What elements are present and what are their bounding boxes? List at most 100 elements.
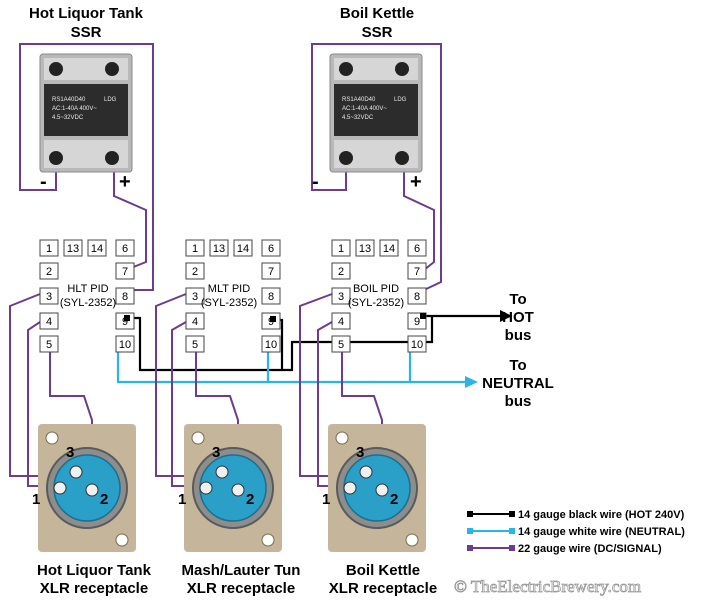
xlr-pin-1-label: 1 <box>178 491 186 508</box>
mlt-xlr-wire-3 <box>155 293 210 477</box>
screw-hole <box>335 431 349 445</box>
svg-text:10: 10 <box>411 339 423 351</box>
mlt-xlr-caption: Mash/Lauter Tun XLR receptacle <box>182 562 301 597</box>
svg-text:9: 9 <box>414 316 420 328</box>
xlr-pin-2-label: 2 <box>100 491 108 508</box>
pid-terminal: 10 <box>115 335 135 353</box>
hlt-ssr-title: Hot Liquor Tank SSR <box>29 5 144 41</box>
svg-text:1: 1 <box>46 243 52 255</box>
svg-text:(SYL-2352): (SYL-2352) <box>60 297 116 309</box>
svg-text:NEUTRAL: NEUTRAL <box>482 375 554 392</box>
svg-text:5: 5 <box>46 339 52 351</box>
svg-text:HOT: HOT <box>502 309 534 326</box>
svg-text:To: To <box>509 291 526 308</box>
svg-text:BOIL PID: BOIL PID <box>353 283 399 295</box>
svg-text:1: 1 <box>192 243 198 255</box>
svg-text:8: 8 <box>268 291 274 303</box>
xlr-pin <box>53 481 67 495</box>
screw-hole <box>115 533 129 547</box>
pid-terminal: 8 <box>261 287 281 305</box>
hlt-ssr: RS1A40D40 AC:1-40A 400V~ 4.5~32VDC LDG -… <box>39 53 133 193</box>
pid-terminal: 4 <box>185 312 205 330</box>
svg-text:13: 13 <box>359 243 371 255</box>
svg-text:14 gauge black wire (HOT 240V): 14 gauge black wire (HOT 240V) <box>518 509 685 521</box>
hot-bus-label: To HOT bus <box>502 291 534 344</box>
xlr-pin <box>343 481 357 495</box>
pid-terminal: 4 <box>331 312 351 330</box>
svg-text:AC:1-40A 400V~: AC:1-40A 400V~ <box>52 106 97 112</box>
pid-terminal: 6 <box>261 239 281 257</box>
bk-xlr-wire-3 <box>299 293 352 477</box>
pid-terminal: 8 <box>407 287 427 305</box>
svg-text:1: 1 <box>338 243 344 255</box>
hlt-ssr-minus-wire <box>19 43 154 291</box>
svg-text:LDG: LDG <box>394 97 407 103</box>
screw-hole <box>45 431 59 445</box>
neutral-arrowhead <box>465 376 478 388</box>
pid-terminal: 2 <box>331 262 351 280</box>
pid-terminal: 8 <box>115 287 135 305</box>
svg-text:4: 4 <box>46 316 52 328</box>
svg-text:10: 10 <box>119 339 131 351</box>
pid-terminal: 14 <box>233 239 253 257</box>
svg-text:14: 14 <box>91 243 103 255</box>
pid-terminal: 7 <box>407 262 427 280</box>
svg-text:XLR receptacle: XLR receptacle <box>329 580 437 597</box>
xlr-pin-2-label: 2 <box>246 491 254 508</box>
hlt-xlr-caption: Hot Liquor Tank XLR receptacle <box>37 562 152 597</box>
pid-terminal: 13 <box>63 239 83 257</box>
bk-xlr-caption: Boil Kettle XLR receptacle <box>329 562 437 597</box>
svg-text:5: 5 <box>192 339 198 351</box>
xlr-pin <box>215 465 229 479</box>
pid-terminal: 1 <box>39 239 59 257</box>
hlt-ssr-plus-wire <box>113 170 147 271</box>
xlr-pin <box>231 483 245 497</box>
screw-hole <box>405 533 419 547</box>
pid-terminal: 1 <box>185 239 205 257</box>
svg-text:MLT PID: MLT PID <box>208 283 250 295</box>
xlr-pin <box>359 465 373 479</box>
mlt-pid-label: MLT PID (SYL-2352) <box>201 283 257 309</box>
pid-terminal: 6 <box>115 239 135 257</box>
pid-terminal: 2 <box>185 262 205 280</box>
pid-terminal: 13 <box>209 239 229 257</box>
svg-text:4: 4 <box>338 316 344 328</box>
svg-text:Boil Kettle: Boil Kettle <box>346 562 420 579</box>
bk-ssr-minus-wire <box>311 43 442 291</box>
hlt-xlr-wire-4 <box>27 321 44 487</box>
svg-text:AC:1-40A 400V~: AC:1-40A 400V~ <box>342 106 387 112</box>
svg-text:4: 4 <box>192 316 198 328</box>
screw-hole <box>261 533 275 547</box>
legend-neutral: 14 gauge white wire (NEUTRAL) <box>467 526 685 538</box>
xlr-pin <box>85 483 99 497</box>
bk-xlr-wire-4 <box>317 321 336 487</box>
pid-terminal: 3 <box>185 287 205 305</box>
xlr-pin <box>199 481 213 495</box>
pid-terminal: 2 <box>39 262 59 280</box>
pid-terminal: 7 <box>115 262 135 280</box>
svg-text:2: 2 <box>46 266 52 278</box>
svg-text:(SYL-2352): (SYL-2352) <box>201 297 257 309</box>
svg-text:14 gauge white wire (NEUTRAL): 14 gauge white wire (NEUTRAL) <box>518 526 685 538</box>
hot-junctions <box>124 313 426 322</box>
svg-text:9: 9 <box>122 316 128 328</box>
svg-text:6: 6 <box>122 243 128 255</box>
svg-text:-: - <box>40 171 47 193</box>
svg-text:+: + <box>119 171 131 193</box>
svg-text:SSR: SSR <box>71 24 102 41</box>
svg-text:3: 3 <box>46 291 52 303</box>
legend: 14 gauge black wire (HOT 240V) 14 gauge … <box>467 509 685 555</box>
xlr-pin-2-label: 2 <box>390 491 398 508</box>
xlr-pin-1-label: 1 <box>32 491 40 508</box>
pid-terminal: 5 <box>331 335 351 353</box>
svg-text:XLR receptacle: XLR receptacle <box>40 580 148 597</box>
pid-terminal: 3 <box>331 287 351 305</box>
xlr-pin-1-label: 1 <box>322 491 330 508</box>
svg-text:6: 6 <box>268 243 274 255</box>
svg-text:bus: bus <box>505 327 532 344</box>
pid-terminal: 1 <box>331 239 351 257</box>
